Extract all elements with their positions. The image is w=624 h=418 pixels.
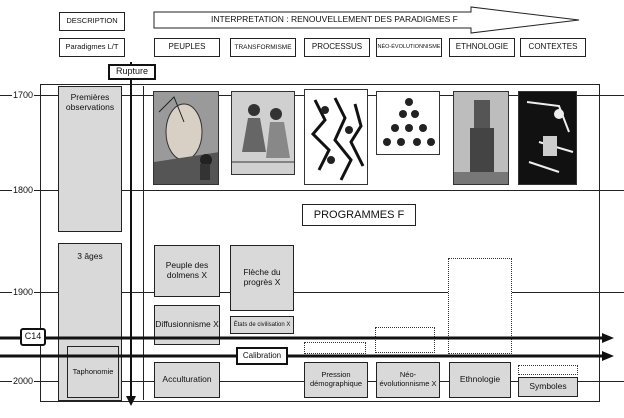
premieres-observations-box: Premières observations (58, 86, 122, 232)
programmes-f-label: PROGRAMMES F (302, 204, 416, 226)
ethnologie-label: Ethnologie (459, 374, 501, 385)
etats-civilisation-label: États de civilisation X (233, 321, 291, 328)
calibration-arrow (0, 351, 624, 361)
calibration-label: Calibration (236, 347, 288, 365)
peuple-dolmens-label: Peuple des dolmens X (165, 260, 209, 280)
pyramid-figures-icon (376, 91, 440, 155)
neo-evolutionnisme-box: Néo-évolutionnisme X (376, 362, 440, 398)
year-label-1900: 1900 (12, 287, 35, 297)
description-label: DESCRIPTION (59, 12, 125, 31)
pression-demographique-box: Pression démographique (304, 362, 368, 398)
year-label-1700: 1700 (12, 90, 35, 100)
premieres-observations-label: Premières observations (65, 92, 115, 112)
symboles-dotted-box (518, 365, 578, 375)
c14-label: C14 (20, 328, 46, 346)
column-neo-evolutionnisme: NÉO-ÉVOLUTIONNISME (376, 38, 442, 57)
taphonomie-label: Taphonomie (72, 366, 114, 376)
down-arrow-icon (126, 62, 136, 406)
rupture-arrow (124, 62, 138, 408)
right-arrow-icon (0, 333, 614, 343)
right-arrow-icon (0, 351, 614, 361)
ethnologie-box: Ethnologie (449, 362, 511, 398)
neo-dotted-box (375, 327, 435, 353)
pression-demographique-label: Pression démographique (309, 370, 363, 388)
tools-illustration-icon (518, 91, 577, 185)
year-line-1800 (0, 190, 624, 191)
diffusionnisme-label: Diffusionnisme X (155, 319, 219, 330)
etats-civilisation-box: États de civilisation X (230, 316, 294, 334)
year-line-1900 (0, 292, 624, 293)
processus-dotted-box (304, 342, 366, 354)
main-frame (40, 84, 600, 402)
column-processus: PROCESSUS (304, 38, 370, 57)
column-contextes: CONTEXTES (520, 38, 586, 57)
dancers-engraving-icon (231, 91, 295, 175)
c14-arrow (0, 333, 624, 343)
column-ethnologie: ETHNOLOGIE (449, 38, 515, 57)
acculturation-label: Acculturation (162, 374, 212, 385)
interpretation-label: INTERPRETATION : RENOUVELLEMENT DES PARA… (211, 14, 458, 24)
interpretation-arrow: INTERPRETATION : RENOUVELLEMENT DES PARA… (153, 6, 581, 34)
year-label-2000: 2000 (12, 376, 35, 386)
programmes-panel (143, 86, 603, 400)
rupture-label: Rupture (108, 64, 156, 80)
arrow-shape-icon (153, 6, 580, 34)
peuple-dolmens-box: Peuple des dolmens X (154, 245, 220, 297)
acculturation-box: Acculturation (154, 362, 220, 398)
paradigmes-label: Paradigmes L/T (59, 38, 125, 57)
neo-evolutionnisme-label: Néo-évolutionnisme X (379, 370, 437, 388)
column-transformisme: TRANSFORMISME (230, 38, 296, 57)
dolmen-engraving-icon (153, 91, 219, 185)
symboles-box: Symboles (518, 377, 578, 397)
easter-island-statue-icon (453, 91, 509, 185)
symboles-label: Symboles (529, 381, 567, 392)
fleche-progres-box: Flèche du progrès X (230, 245, 294, 311)
trois-ages-label: 3 âges (77, 251, 103, 261)
column-peuples: PEUPLES (154, 38, 220, 57)
fleche-progres-label: Flèche du progrès X (243, 267, 281, 287)
figures-collage-icon (304, 89, 368, 185)
year-label-1800: 1800 (12, 185, 35, 195)
